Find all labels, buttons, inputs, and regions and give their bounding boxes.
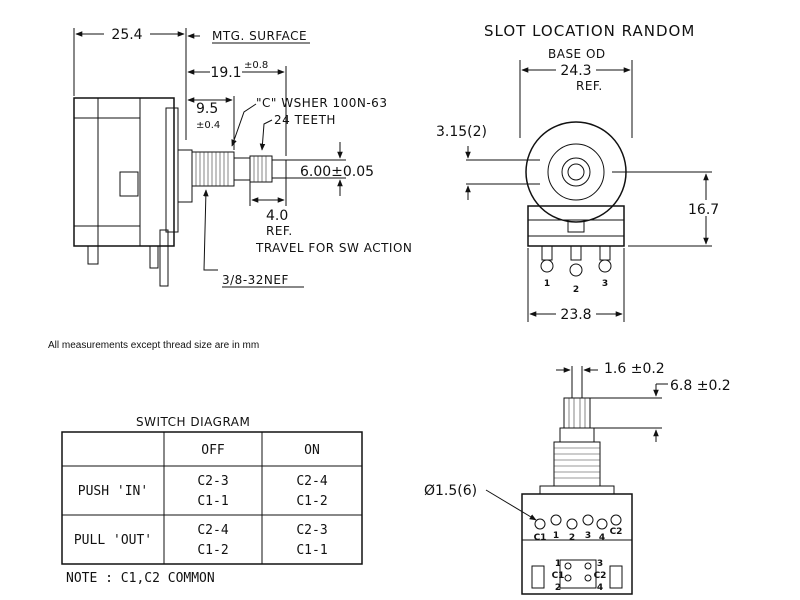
base-od-ref: REF. [576, 79, 603, 93]
thread-label: 3/8-32NEF [222, 273, 289, 287]
measurement-note: All measurements except thread size are … [48, 340, 259, 351]
dim-bushing-tol: ±0.4 [196, 120, 220, 131]
teeth-label: 24 TEETH [274, 113, 336, 127]
side-view: 25.4 MTG. SURFACE 19.1 ±0.8 9.5 ±0.4 "C"… [73, 25, 412, 288]
cell: C2-4 [296, 474, 327, 489]
row-push-in-label: PUSH 'IN' [78, 484, 148, 499]
dim-shaft: 19.1 [210, 65, 241, 81]
base-od-value: 24.3 [560, 63, 591, 79]
cell: C1-1 [197, 494, 228, 509]
bottom-pin-label: 3 [585, 531, 591, 541]
cell: C2-4 [197, 523, 228, 538]
header-off: OFF [201, 443, 225, 458]
switch-diagram: SWITCH DIAGRAM OFF ON PUSH 'IN' C2-3 C1-… [61, 415, 363, 586]
front-view-title: SLOT LOCATION RANDOM [484, 22, 695, 40]
header-on: ON [304, 443, 320, 458]
switch-body [521, 493, 633, 595]
dim-overall: 25.4 [111, 27, 142, 43]
bottom-pin-label: 1 [555, 559, 561, 569]
travel-label: TRAVEL FOR SW ACTION [255, 241, 412, 255]
bottom-pin-label: C1 [552, 571, 565, 581]
knurled-shaft [249, 155, 273, 183]
mtg-surface-label: MTG. SURFACE [212, 29, 307, 43]
dim-slot: 3.15(2) [436, 124, 487, 140]
cell: C1-2 [296, 494, 327, 509]
dim-height: 16.7 [688, 202, 719, 218]
bottom-pin-label: C2 [594, 571, 607, 581]
bottom-pin-label: 4 [599, 533, 605, 543]
base-od-label: BASE OD [548, 47, 606, 61]
cell: C2-3 [197, 474, 228, 489]
switch-note: NOTE : C1,C2 COMMON [66, 571, 215, 586]
cell: C1-2 [197, 543, 228, 558]
bottom-pin-label: 2 [555, 583, 561, 593]
front-pin-label: 2 [573, 285, 579, 295]
cell: C2-3 [296, 523, 327, 538]
dim-travel: 4.0 [266, 208, 288, 224]
dim-bushing: 9.5 [196, 101, 218, 117]
row-pull-out-label: PULL 'OUT' [74, 533, 152, 548]
front-pin-label: 3 [602, 279, 608, 289]
pot-round-body [525, 121, 627, 223]
switch-diagram-title: SWITCH DIAGRAM [136, 415, 250, 429]
washer-label: "C" WSHER 100N-63 [256, 96, 387, 110]
dim-key-width: 1.6 ±0.2 [604, 361, 665, 377]
dim-width: 23.8 [560, 307, 591, 323]
bottom-pin-label: C1 [534, 533, 547, 543]
bottom-pin-label: C2 [610, 527, 623, 537]
dim-travel-ref: REF. [266, 224, 293, 238]
bottom-pin-label: 4 [597, 583, 603, 593]
front-pin-label: 1 [544, 279, 550, 289]
dim-shaft-tol: ±0.8 [244, 60, 268, 71]
dim-shaft-diameter: 6.00±0.05 [300, 164, 374, 180]
hole-callout: Ø1.5(6) [424, 483, 477, 499]
bottom-pin-label: 3 [597, 559, 603, 569]
cell: C1-1 [296, 543, 327, 558]
dim-shaft-length: 6.8 ±0.2 [670, 378, 731, 394]
pot-body [73, 97, 175, 247]
bottom-pin-label: 1 [553, 531, 559, 541]
bottom-pin-label: 2 [569, 533, 575, 543]
front-view: SLOT LOCATION RANDOM BASE OD 24.3 REF. 1… [436, 22, 719, 323]
